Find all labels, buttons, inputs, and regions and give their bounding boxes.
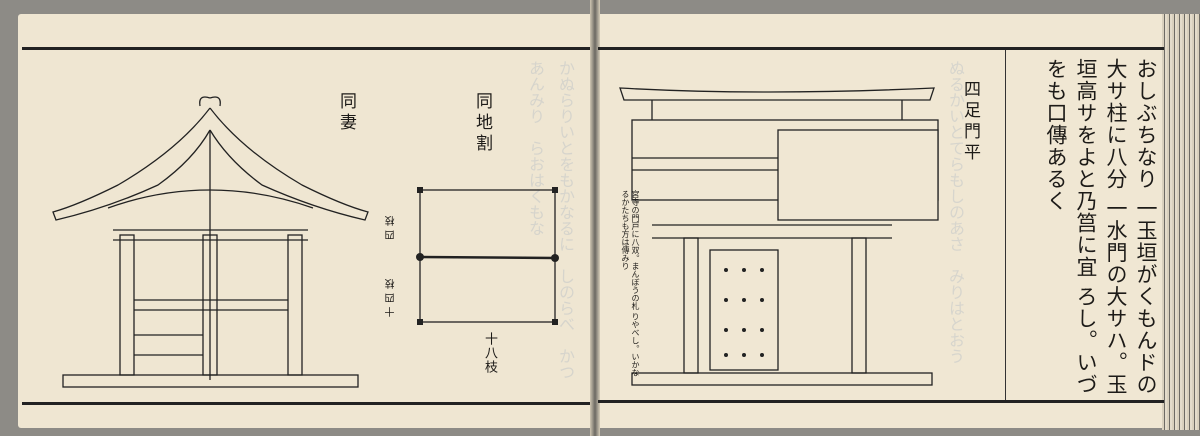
gate-annotation: 宮寺の門戸に八双。まんぼうの札 りやべし。いかなるかたちも方は傳みり	[604, 190, 640, 380]
plan-dimension-lower: 十四枝	[386, 275, 397, 317]
text-line: 一玉垣がくもんドの大サ柱に八分	[1104, 58, 1158, 396]
bottom-border-left	[22, 402, 590, 405]
plan-label: 同地割	[472, 92, 492, 155]
right-page	[596, 14, 1166, 428]
bleed-through-text: かぬらりいとをもかなるに しのらべ かつあんみり らおはくもな	[526, 60, 575, 380]
annotation-line: 宮寺の門戸に八双。まんぼうの札	[631, 190, 640, 310]
bleed-through-text: ぬるかいとてらもしのあさ みりはとおう	[946, 60, 965, 364]
ground-plan-diagram	[416, 187, 559, 325]
text-line: 一水門の大サハ。玉垣高サをよと乃筥に宜	[1074, 58, 1128, 396]
book-gutter	[590, 0, 600, 436]
elevation-label: 同妻	[336, 92, 356, 134]
plan-dimension-bottom: 十八枝	[482, 332, 497, 374]
top-border-left	[22, 47, 590, 50]
gate-elevation-drawing	[619, 87, 939, 386]
plan-dimension-upper: 四枝	[386, 212, 397, 240]
page-edges	[1162, 14, 1200, 430]
gable-elevation-drawing	[52, 96, 369, 388]
text-line: おしぶちなり	[1134, 58, 1158, 190]
top-border-right	[598, 47, 1164, 50]
gate-label: 四足門平	[960, 80, 980, 164]
column-divider	[1005, 50, 1006, 400]
annotation-line: りやべし。いかなるかたちも方は傳みり	[621, 190, 640, 377]
bottom-border-right	[598, 400, 1164, 403]
left-page	[18, 14, 594, 428]
text-line: ろし。いづをも口傳あるく	[1044, 58, 1098, 396]
cursive-text-block: おしぶちなり 一玉垣がくもんドの大サ柱に八分 一水門の大サハ。玉垣高サをよと乃筥…	[1016, 58, 1161, 398]
